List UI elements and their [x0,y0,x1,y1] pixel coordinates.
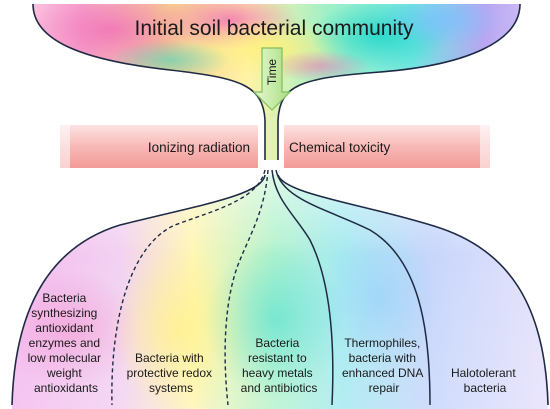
time-arrow: Time [252,47,292,111]
group-label-thermophiles: Thermophiles, bacteria with enhanced DNA… [342,336,426,395]
divider-dashed-1 [111,169,266,406]
divider-solid-2 [275,169,431,406]
divider-dashed-2 [224,169,269,406]
diagram-title: Initial soil bacterial community [135,17,414,40]
group-label-halotolerant: Halotolerant bacteria [451,366,519,395]
group-label-antioxidant-synthesizers: Bacteria synthesizing antioxidant enzyme… [28,291,105,395]
divider-solid-1 [271,169,334,406]
group-label-heavy-metal-resistant: Bacteria resistant to heavy metals and a… [241,336,318,395]
barrier-chemical-toxicity: Chemical toxicity [284,125,510,168]
barrier-label-ionizing-radiation: Ionizing radiation [148,140,250,155]
barrier-ionizing-radiation: Ionizing radiation [40,125,258,168]
group-label-redox-systems: Bacteria with protective redox systems [127,351,216,395]
barrier-label-chemical-toxicity: Chemical toxicity [289,140,391,155]
time-label: Time [265,59,279,86]
